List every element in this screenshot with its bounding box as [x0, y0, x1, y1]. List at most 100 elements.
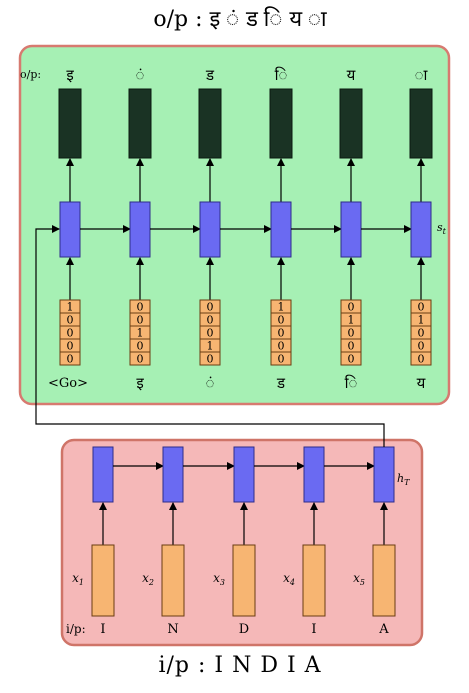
onehot-cell [340, 351, 362, 366]
decoder-output-cell [409, 88, 433, 159]
encoder-input-cell [372, 544, 396, 617]
onehot-bit: 0 [418, 353, 425, 366]
onehot-bit: 0 [348, 327, 355, 340]
decoder-cells: इ10000ं00100इड00010ंि10000डय01000िा01000… [58, 66, 433, 392]
decoder-output-char: ा [415, 66, 429, 84]
encoder-x-sub: 2 [148, 578, 154, 587]
encoder-x-sub: 4 [289, 578, 295, 587]
encoder-input-char: D [239, 622, 249, 637]
encoder-input-char: N [167, 622, 178, 637]
decoder-output-char: इ [66, 66, 74, 84]
onehot-bit: 1 [278, 301, 285, 314]
onehot-bit: 1 [207, 340, 214, 353]
onehot-bit: 0 [137, 301, 144, 314]
encoder-hidden-label: hT [397, 472, 410, 487]
go-token: <Go> [48, 376, 88, 391]
decoder-input-char: ि [345, 374, 358, 392]
onehot-bit: 0 [207, 327, 214, 340]
decoder-output-cell [198, 88, 222, 159]
onehot-bit: 0 [278, 327, 285, 340]
decoder-input-char: ड [276, 374, 286, 392]
onehot-bit: 1 [67, 301, 74, 314]
onehot-bit: 0 [348, 301, 355, 314]
onehot-bit: 0 [348, 340, 355, 353]
onehot-bit: 1 [137, 327, 144, 340]
encoder-x-base: x [72, 571, 79, 585]
encoder-input-row-label: i/p: [66, 622, 86, 636]
onehot-bit: 0 [67, 340, 74, 353]
onehot-cell [410, 351, 432, 366]
decoder-output-cell [128, 88, 152, 159]
encoder-input-cell [161, 544, 185, 617]
encoder-x-label: x1 [72, 571, 84, 587]
decoder-rnn-cell [340, 201, 362, 258]
encoder-rnn-cell [373, 446, 395, 503]
encoder-hidden-base: h [397, 472, 404, 485]
decoder-rnn-cell [59, 201, 81, 258]
onehot-bit: 1 [418, 314, 425, 327]
encoder-x-base: x [142, 571, 149, 585]
encoder-input-char: I [311, 622, 316, 637]
encoder-x-sub: 5 [360, 578, 365, 587]
encoder-x-sub: 1 [79, 578, 84, 587]
decoder-state-base: s [437, 221, 443, 234]
encoder-hidden-sub: T [404, 478, 410, 487]
encoder-x-sub: 3 [220, 578, 225, 587]
encoder-input-cell [302, 544, 326, 617]
decoder-output-char: ि [275, 66, 288, 84]
onehot-bit: 0 [207, 353, 214, 366]
onehot-bit: 0 [278, 340, 285, 353]
decoder-input-char: ं [206, 374, 215, 392]
onehot-bit: 0 [348, 353, 355, 366]
context-arrow [35, 225, 385, 447]
decoder-input-char: इ [136, 374, 144, 392]
decoder-output-char: ड [205, 66, 215, 84]
decoder-state-sub: t [443, 227, 447, 236]
decoder-output-cell [58, 88, 82, 159]
onehot-bit: 1 [348, 314, 355, 327]
onehot-bit: 0 [67, 353, 74, 366]
onehot-cell [270, 351, 292, 366]
encoder-x-label: x3 [213, 571, 225, 587]
decoder-rnn-cell [270, 201, 292, 258]
encoder-input-char: A [378, 622, 389, 637]
onehot-bit: 0 [67, 327, 74, 340]
onehot-bit: 0 [137, 314, 144, 327]
decoder-panel [18, 44, 451, 406]
decoder-rnn-cell [129, 201, 151, 258]
onehot-bit: 0 [207, 314, 214, 327]
encoder-x-base: x [283, 571, 290, 585]
output-title: o/p : इ ं ड ि य ा [153, 6, 327, 32]
onehot-bit: 0 [207, 301, 214, 314]
decoder-output-cell [339, 88, 363, 159]
onehot-bit: 0 [67, 314, 74, 327]
decoder-input-char: य [417, 374, 426, 392]
encoder-input-cell [91, 544, 115, 617]
encoder-input-char: I [100, 622, 105, 637]
onehot-cell [129, 351, 151, 366]
onehot-cell [199, 351, 221, 366]
onehot-bit: 0 [418, 301, 425, 314]
onehot-bit: 0 [137, 340, 144, 353]
decoder-output-char: य [347, 66, 356, 84]
encoder-x-base: x [213, 571, 220, 585]
encoder-rnn-cell [162, 446, 184, 503]
encoder-x-label: x2 [142, 571, 154, 587]
decoder-rnn-cell [410, 201, 432, 258]
encoder-rnn-cell [303, 446, 325, 503]
decoder-output-char: ं [136, 66, 145, 84]
encoder-input-cell [232, 544, 256, 617]
decoder-output-row-label: o/p: [20, 68, 41, 81]
decoder-state-label: st [437, 221, 447, 236]
context-link [35, 225, 385, 447]
onehot-cell [59, 351, 81, 366]
onehot-bit: 0 [137, 353, 144, 366]
onehot-bit: 0 [418, 327, 425, 340]
decoder-output-cell [269, 88, 293, 159]
onehot-bit: 0 [418, 340, 425, 353]
encoder-x-label: x5 [353, 571, 365, 587]
onehot-bit: 0 [278, 353, 285, 366]
encoder-rnn-cell [92, 446, 114, 503]
